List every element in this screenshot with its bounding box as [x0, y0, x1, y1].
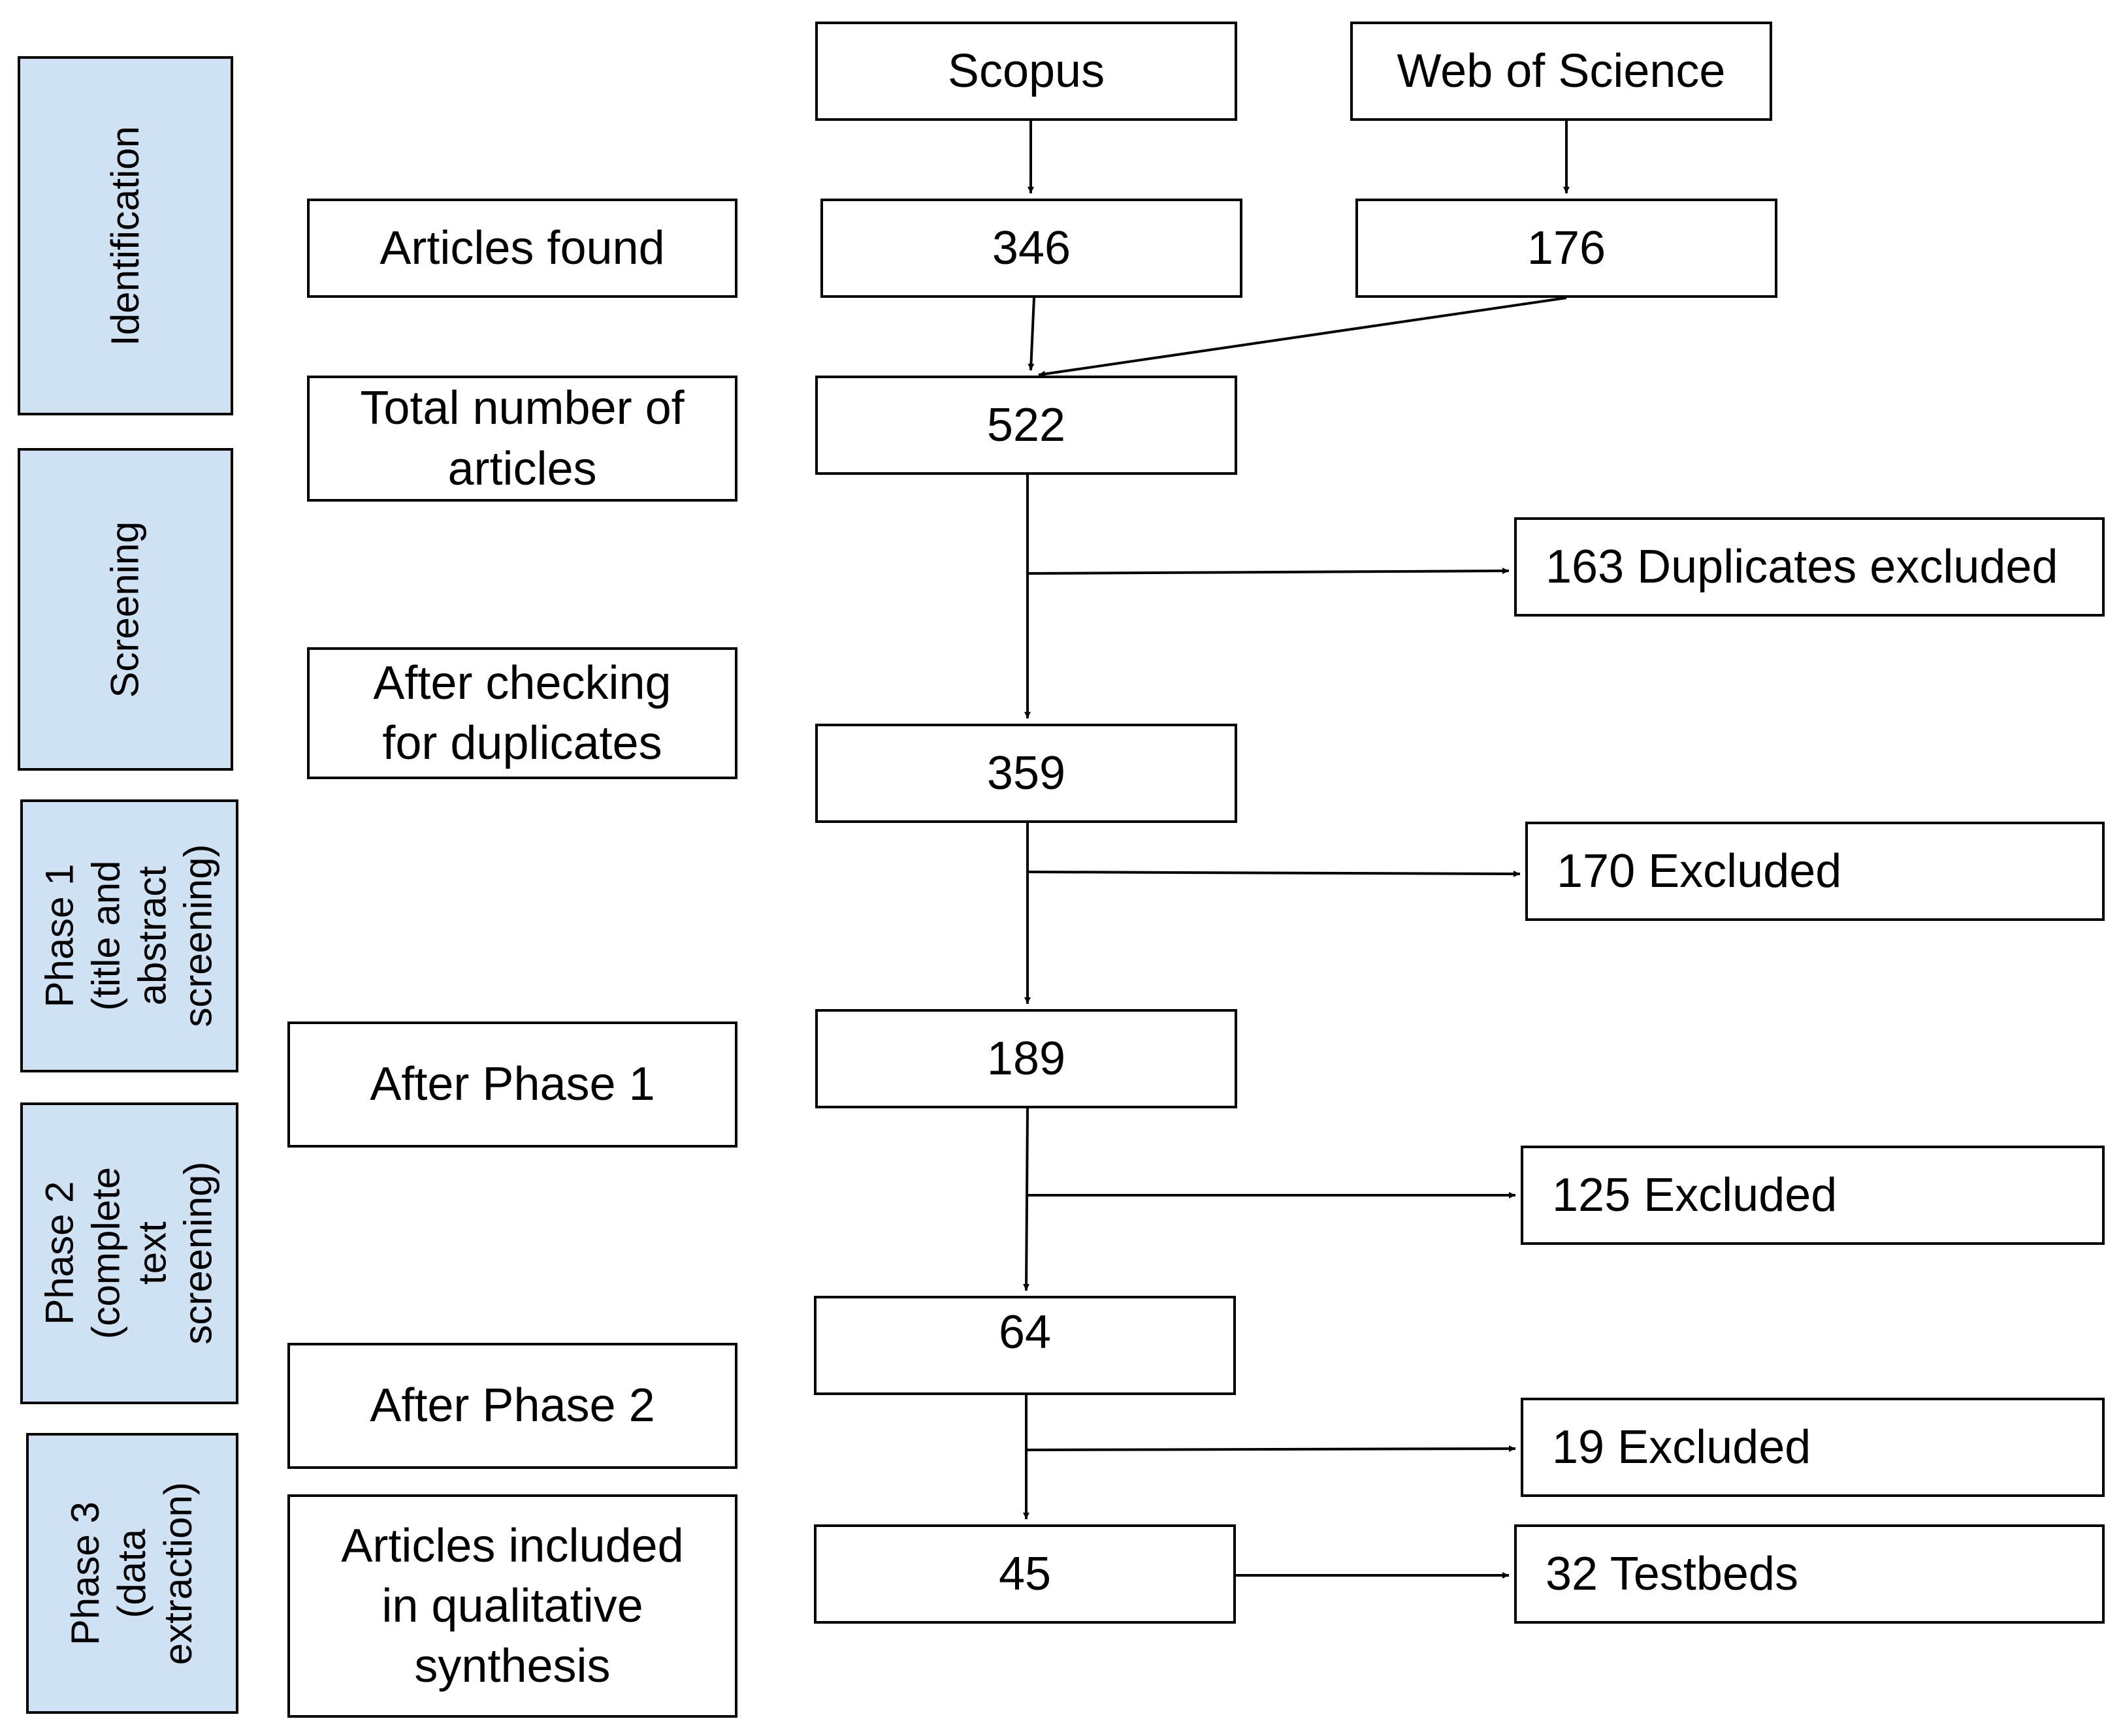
stage-phase2: Phase 2 (complete text screening): [20, 1102, 238, 1404]
label-after-duplicates: After checking for duplicates: [307, 647, 737, 779]
exclusion-phase3-text: 19 Excluded: [1552, 1421, 1811, 1473]
count-after-phase2-text: 64: [998, 1306, 1052, 1358]
stage-screening: Screening: [18, 448, 233, 771]
source-scopus-text: Scopus: [947, 44, 1105, 97]
label-total-number-text: Total number of articles: [360, 382, 685, 495]
count-total-text: 522: [986, 398, 1066, 451]
count-after-duplicates-text: 359: [986, 747, 1066, 799]
exclusion-phase2-text: 125 Excluded: [1552, 1168, 1838, 1221]
count-wos-text: 176: [1527, 221, 1606, 274]
exclusion-duplicates: 163 Duplicates excluded: [1514, 517, 2105, 617]
label-after-phase1-text: After Phase 1: [370, 1058, 655, 1111]
count-final: 45: [814, 1524, 1236, 1624]
count-after-phase1-text: 189: [986, 1032, 1066, 1085]
source-web-of-science: Web of Science: [1350, 22, 1772, 121]
stage-identification: Identification: [18, 56, 233, 415]
arrow-176-to-522: [1038, 297, 1567, 378]
stage-phase3: Phase 3 (data extraction): [26, 1433, 238, 1714]
label-articles-found: Articles found: [307, 199, 737, 298]
count-after-duplicates: 359: [815, 724, 1237, 823]
exclusion-testbeds-text: 32 Testbeds: [1546, 1547, 1798, 1600]
exclusion-phase2: 125 Excluded: [1521, 1146, 2105, 1245]
arrow-to-170-excluded: [1027, 870, 1521, 877]
label-included: Articles included in qualitative synthes…: [287, 1494, 737, 1718]
stage-phase1: Phase 1 (title and abstract screening): [20, 799, 238, 1072]
arrow-to-19-excluded: [1026, 1445, 1516, 1453]
count-wos: 176: [1355, 199, 1777, 298]
count-final-text: 45: [998, 1547, 1052, 1600]
source-scopus: Scopus: [815, 22, 1237, 121]
count-total: 522: [815, 376, 1237, 475]
label-after-phase1: After Phase 1: [287, 1021, 737, 1148]
label-total-number: Total number of articles: [307, 376, 737, 502]
line-189-to-64: [1023, 1108, 1030, 1291]
count-after-phase2: 64: [814, 1296, 1236, 1395]
arrow-346-to-522: [1028, 297, 1035, 371]
count-scopus: 346: [820, 199, 1242, 298]
count-scopus-text: 346: [992, 221, 1071, 274]
label-after-phase2-text: After Phase 2: [370, 1379, 655, 1432]
label-after-duplicates-text: After checking for duplicates: [373, 656, 672, 769]
exclusion-phase1-text: 170 Excluded: [1557, 844, 1842, 897]
label-included-text: Articles included in qualitative synthes…: [341, 1519, 684, 1693]
count-after-phase1: 189: [815, 1009, 1237, 1108]
arrow-to-duplicates: [1027, 568, 1510, 575]
label-after-phase2: After Phase 2: [287, 1343, 737, 1469]
exclusion-duplicates-text: 163 Duplicates excluded: [1546, 540, 2058, 593]
label-articles-found-text: Articles found: [380, 221, 665, 274]
source-web-of-science-text: Web of Science: [1397, 44, 1726, 97]
exclusion-testbeds: 32 Testbeds: [1514, 1524, 2105, 1624]
exclusion-phase1: 170 Excluded: [1525, 822, 2105, 921]
exclusion-phase3: 19 Excluded: [1521, 1398, 2105, 1497]
